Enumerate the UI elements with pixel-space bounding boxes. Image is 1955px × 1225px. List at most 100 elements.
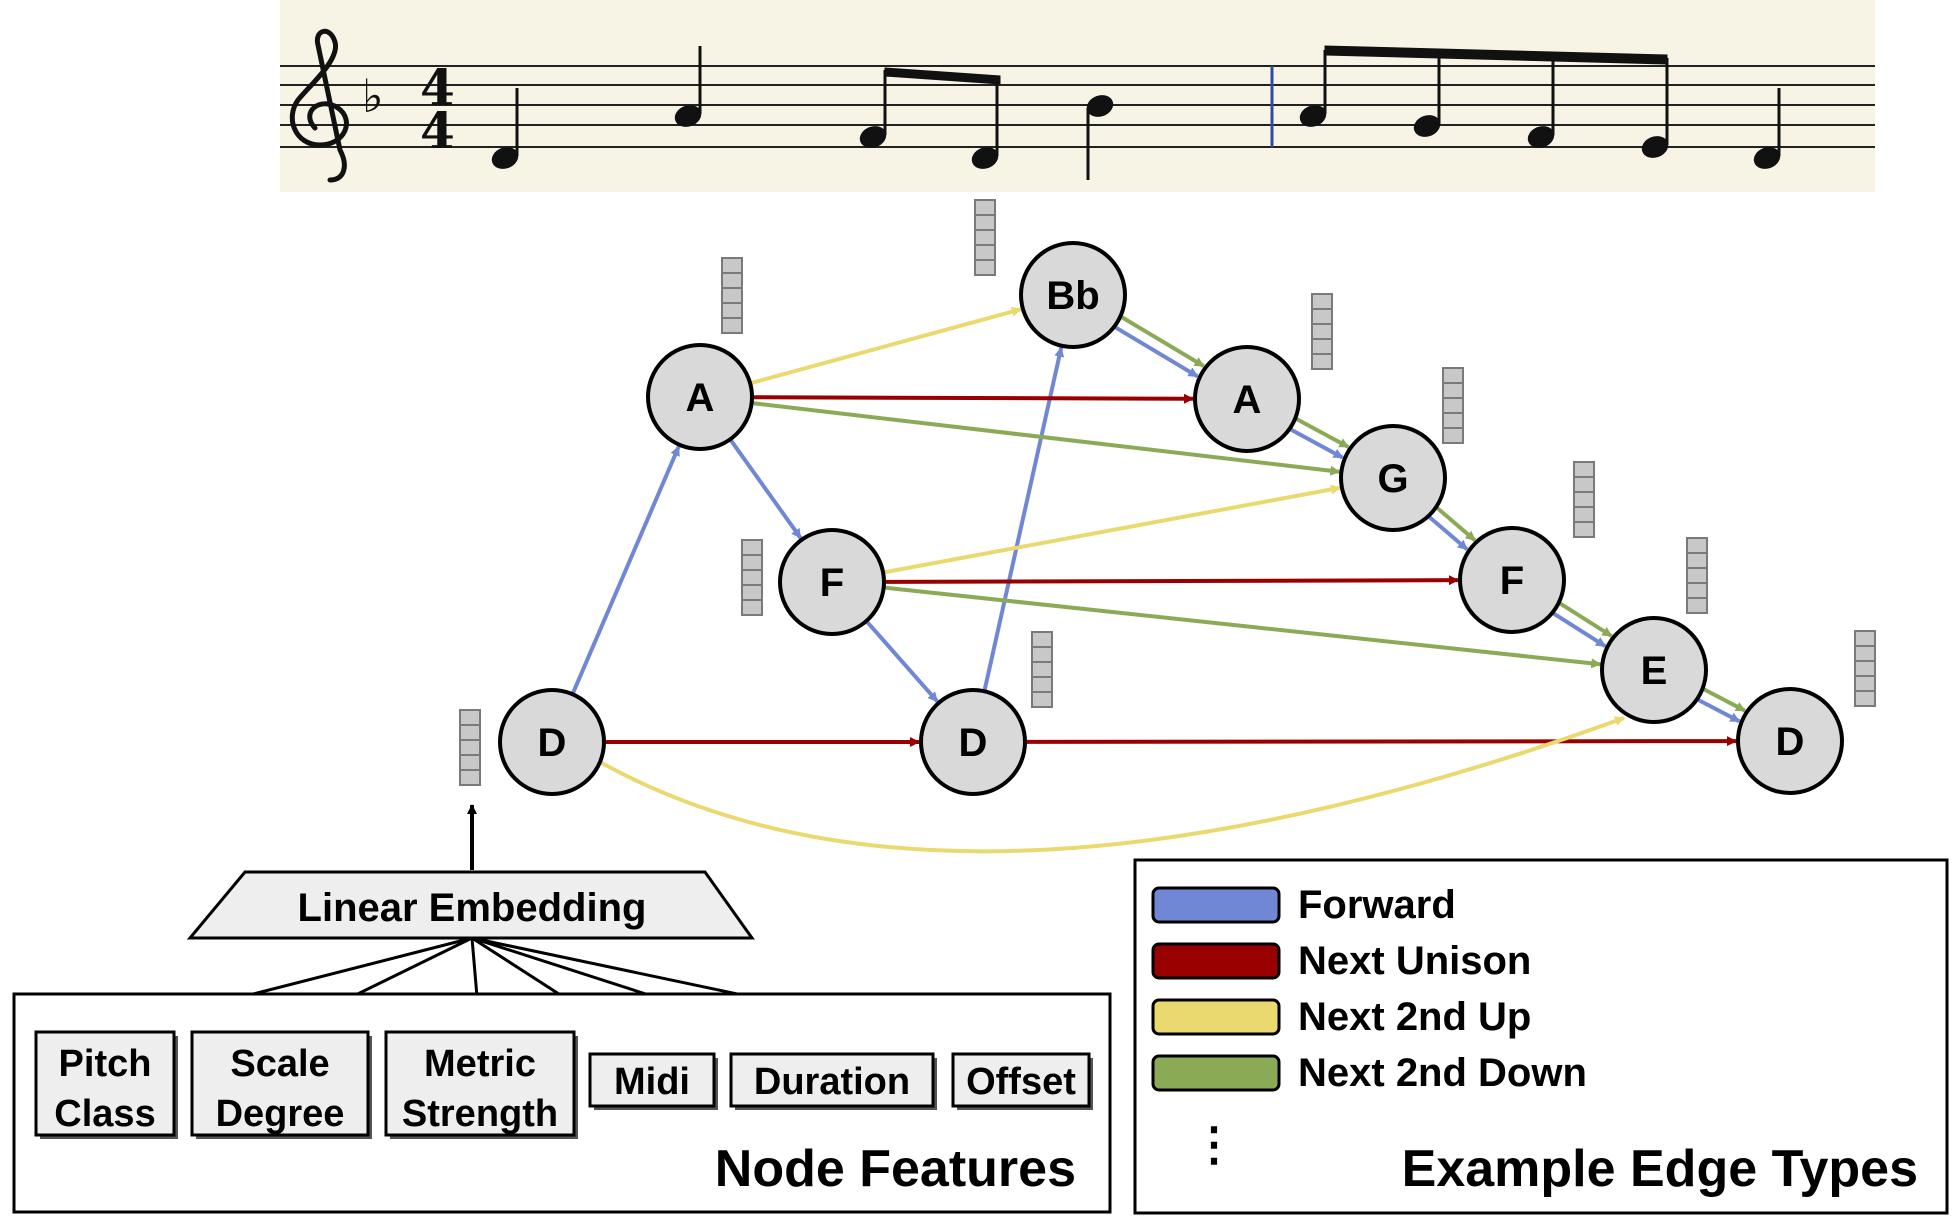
graph-node: A bbox=[1193, 345, 1301, 453]
legend-label: Next Unison bbox=[1298, 939, 1531, 983]
feature-vector-cell bbox=[721, 317, 743, 334]
node-label: Bb bbox=[1046, 274, 1099, 318]
graph-node: Bb bbox=[1019, 241, 1127, 349]
legend-item: Next 2nd Up bbox=[1151, 995, 1531, 1039]
feature-vector bbox=[1442, 367, 1464, 444]
feature-label-line2: Class bbox=[54, 1093, 155, 1135]
feature-vector-cell bbox=[1573, 461, 1595, 478]
feature-vector-cell bbox=[1311, 353, 1333, 370]
node-label: A bbox=[1233, 378, 1262, 422]
node-circle bbox=[1458, 526, 1566, 634]
feature-vector-cell bbox=[741, 584, 763, 601]
feature-box-frame bbox=[384, 1030, 576, 1137]
node-circle bbox=[1019, 241, 1127, 349]
edge-forward bbox=[1113, 325, 1199, 379]
feature-box: Duration bbox=[729, 1052, 937, 1110]
staff-lines bbox=[280, 65, 1875, 148]
feature-label-line1: Pitch bbox=[59, 1043, 152, 1085]
feature-vector bbox=[1573, 461, 1595, 538]
feature-vector-cell bbox=[721, 287, 743, 304]
feature-vector-cell bbox=[974, 259, 996, 276]
edge-next-2nd-up bbox=[599, 716, 1625, 854]
feature-vector-cell bbox=[1031, 691, 1053, 708]
graph-node: D bbox=[919, 688, 1027, 796]
legend-swatch bbox=[1151, 942, 1281, 980]
edge-next-unison bbox=[1024, 736, 1737, 747]
node-circle bbox=[1600, 616, 1708, 724]
node-circle bbox=[1193, 345, 1301, 453]
feature-vector bbox=[721, 257, 743, 334]
feature-vector-cell bbox=[1311, 308, 1333, 325]
node-label: D bbox=[959, 721, 988, 765]
node-circle bbox=[646, 343, 754, 451]
feature-vector-cell bbox=[459, 709, 481, 726]
feature-vector-cell bbox=[974, 199, 996, 216]
node-label: A bbox=[686, 376, 715, 420]
edge-forward bbox=[728, 438, 803, 540]
feature-vector bbox=[974, 199, 996, 276]
feature-vector-cell bbox=[1686, 582, 1708, 599]
time-signature-top: 4 bbox=[420, 58, 455, 117]
edge-forward bbox=[982, 346, 1065, 692]
feature-vector-cell bbox=[1311, 293, 1333, 310]
edge-next-2nd-up bbox=[749, 306, 1022, 386]
key-signature-flat: ♭ bbox=[362, 69, 384, 123]
feature-vector bbox=[1031, 631, 1053, 708]
feature-vector-cell bbox=[1686, 567, 1708, 584]
node-label: G bbox=[1377, 457, 1408, 501]
node-label: D bbox=[1776, 720, 1805, 764]
feature-box-frame bbox=[34, 1030, 176, 1137]
linear-embedding-trapezoid bbox=[186, 870, 755, 940]
feature-vector-cell bbox=[1442, 367, 1464, 384]
node-circle bbox=[919, 688, 1027, 796]
staff-background bbox=[280, 0, 1875, 192]
feature-vector-cell bbox=[1442, 397, 1464, 414]
feature-vector-cell bbox=[1031, 676, 1053, 693]
feature-vector-cell bbox=[1031, 646, 1053, 663]
feature-vectors-layer bbox=[459, 199, 1876, 786]
measure-1 bbox=[491, 46, 1114, 180]
edge-forward bbox=[1427, 514, 1469, 551]
feature-vector-cell bbox=[1311, 323, 1333, 340]
feature-vector-cell bbox=[1442, 412, 1464, 429]
beam bbox=[884, 67, 1001, 85]
feature-label: Offset bbox=[966, 1061, 1076, 1103]
legend-item: Next Unison bbox=[1151, 939, 1531, 983]
embedding-block: Linear Embedding bbox=[186, 804, 755, 940]
node-label: F bbox=[820, 561, 844, 605]
graph-node: A bbox=[646, 343, 754, 451]
legend-ellipsis: ⋮ bbox=[1191, 1118, 1237, 1170]
edge-next-2nd-down bbox=[1558, 601, 1613, 638]
feature-label-line1: Scale bbox=[230, 1043, 329, 1085]
feature-vector-cell bbox=[1854, 645, 1876, 662]
legend-label: Next 2nd Up bbox=[1298, 995, 1531, 1039]
feature-label-line2: Degree bbox=[216, 1093, 345, 1135]
edge-forward bbox=[1288, 427, 1344, 460]
feature-label: Midi bbox=[614, 1061, 690, 1103]
feature-vector-cell bbox=[1854, 630, 1876, 647]
feature-vector-cell bbox=[721, 272, 743, 289]
feature-vector-cell bbox=[1031, 661, 1053, 678]
feature-vector-cell bbox=[1031, 631, 1053, 648]
graph-node: F bbox=[1458, 526, 1566, 634]
graph-node: D bbox=[1736, 687, 1844, 795]
node-features-title: Node Features bbox=[715, 1140, 1076, 1198]
feature-label: Duration bbox=[754, 1061, 910, 1103]
legend-label: Next 2nd Down bbox=[1298, 1051, 1587, 1095]
feature-vector-cell bbox=[974, 229, 996, 246]
edge-forward bbox=[1696, 697, 1741, 724]
feature-vector-cell bbox=[741, 599, 763, 616]
feature-vector-cell bbox=[1573, 521, 1595, 538]
feature-vector-cell bbox=[1854, 675, 1876, 692]
feature-vector-cell bbox=[974, 244, 996, 261]
node-label: D bbox=[538, 721, 567, 765]
edge-next-2nd-down bbox=[1294, 416, 1350, 449]
feature-vector-cell bbox=[1686, 537, 1708, 554]
